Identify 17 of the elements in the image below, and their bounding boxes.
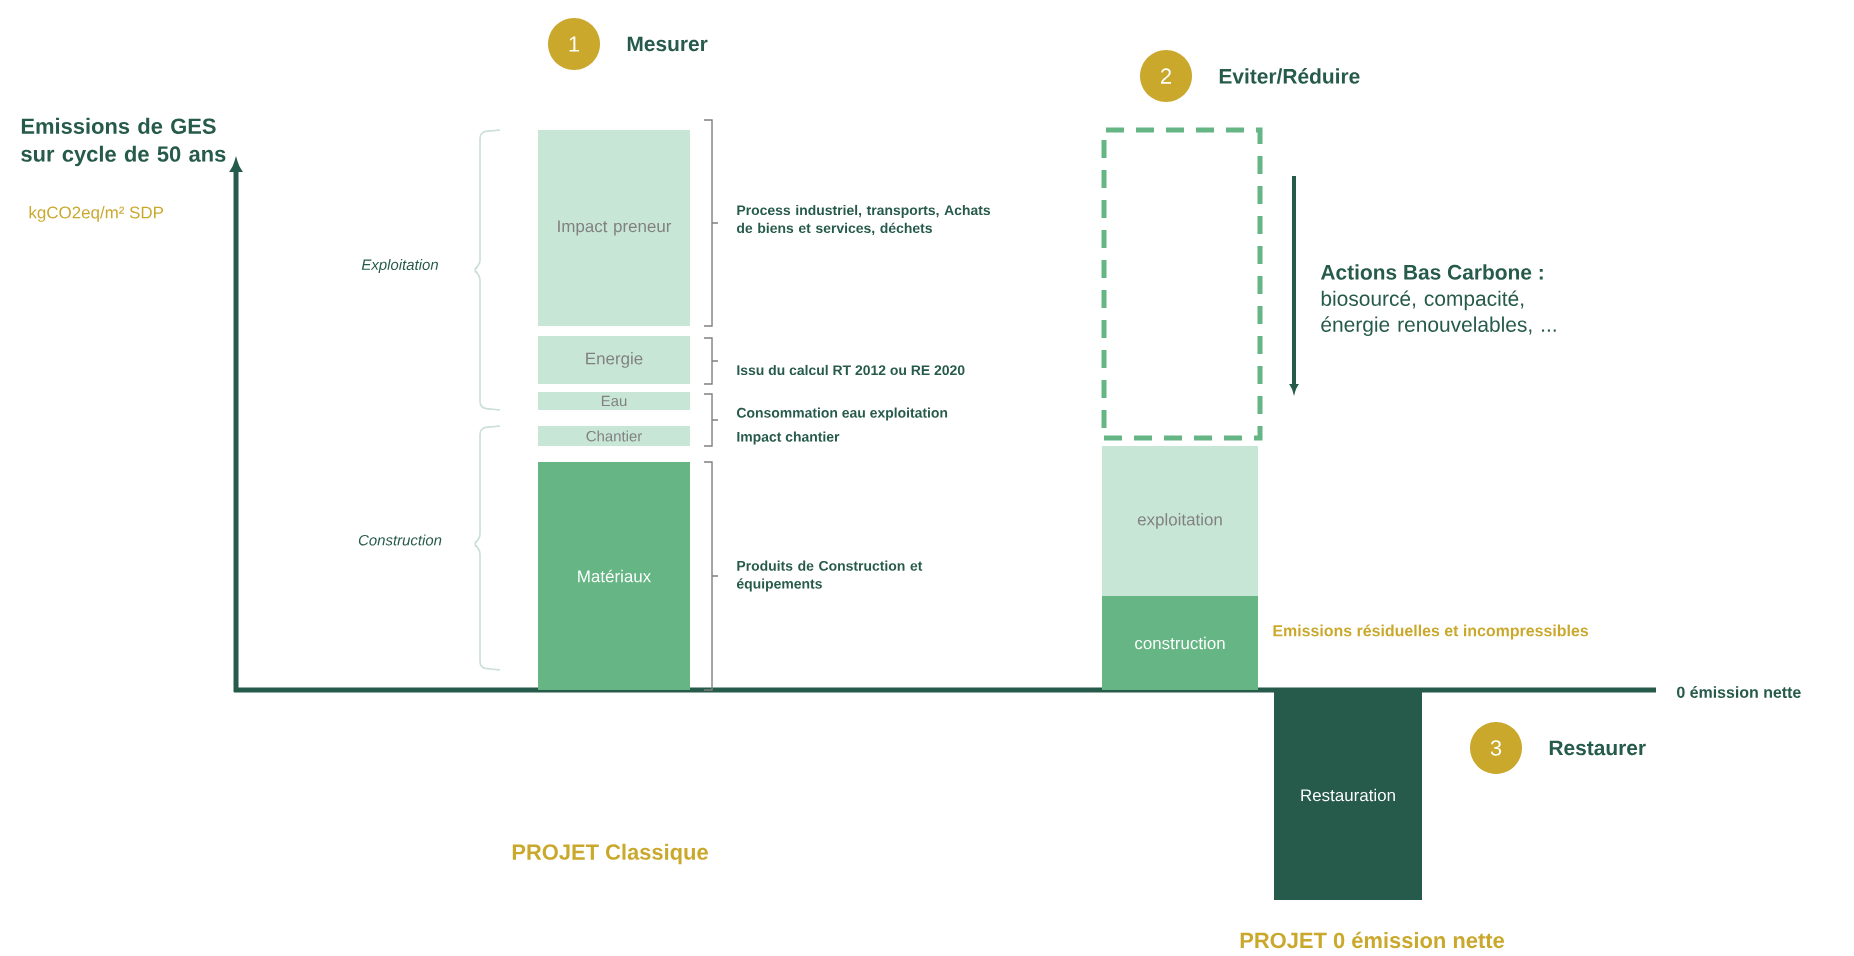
project-title: PROJET Classique <box>512 843 708 865</box>
project-title: PROJET 0 émission nette <box>1240 931 1504 949</box>
bar-segment: Energie <box>538 336 690 384</box>
bar-segment: Impact preneur <box>538 130 690 326</box>
bar-segment: construction <box>1102 596 1258 690</box>
unit-label: kgCO2eq/m² SDP <box>29 206 164 222</box>
bar-segment: Matériaux <box>538 462 690 690</box>
step-title: Eviter/Réduire <box>1219 68 1360 84</box>
actions-heading: Actions Bas Carbone : <box>1320 264 1543 280</box>
actions-text: biosourcé, compacité, énergie renouvelables, ... <box>1321 290 1556 337</box>
node-label: Restauration <box>1301 788 1395 802</box>
bar-segment: exploitation <box>1102 446 1258 596</box>
step-title: Mesurer <box>627 36 708 52</box>
step-title: Restaurer <box>1549 740 1646 756</box>
bar-segment: Restauration <box>1274 690 1422 900</box>
dashed-box <box>1101 127 1263 441</box>
axis-title: Emissions de GES sur cycle de 50 ans <box>21 117 226 167</box>
